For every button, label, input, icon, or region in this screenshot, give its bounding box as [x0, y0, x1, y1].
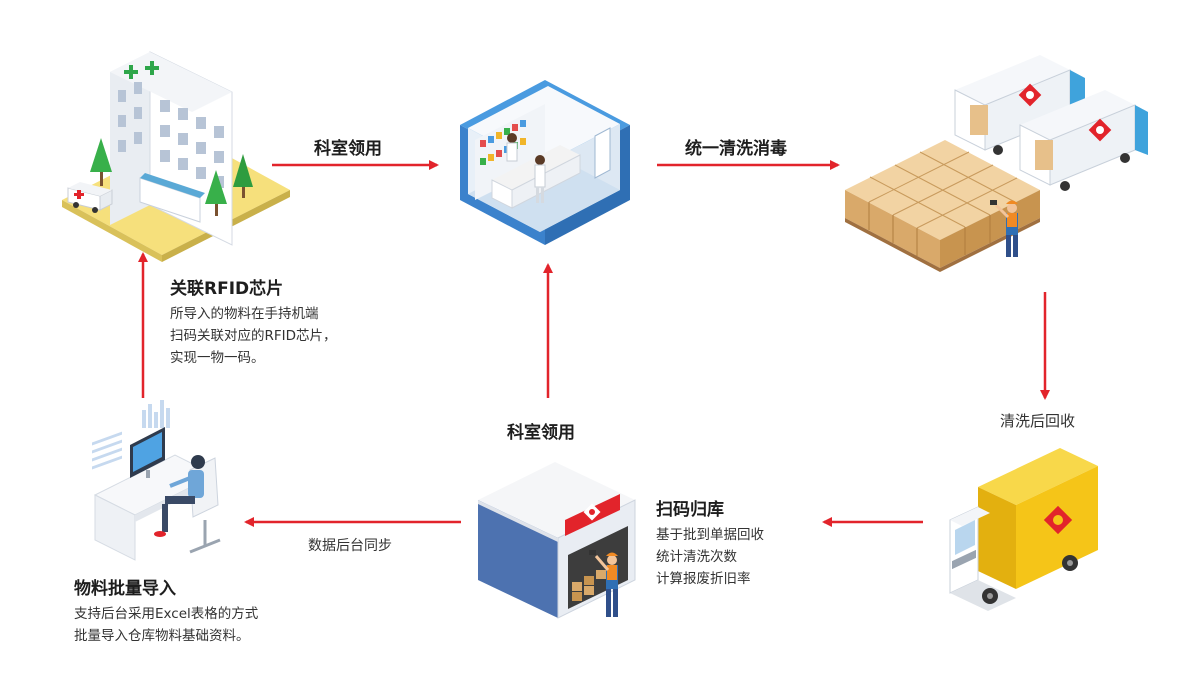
scan-desc-line: 基于批到单据回收: [656, 527, 764, 543]
rfid-desc-line: 实现一物一码。: [170, 350, 265, 366]
scan-desc: 基于批到单据回收 统计清洗次数 计算报废折旧率: [656, 524, 764, 590]
bulk-desc-line: 批量导入仓库物料基础资料。: [74, 628, 250, 644]
label-wash-return: 清洗后回收: [1000, 412, 1076, 430]
rfid-block: 关联RFID芯片 所导入的物料在手持机端 扫码关联对应的RFID芯片， 实现一物…: [170, 274, 337, 369]
scan-title: 扫码归库: [656, 500, 724, 520]
rfid-desc-line: 扫码关联对应的RFID芯片，: [170, 328, 337, 344]
label-dept-use-mid: 科室领用: [507, 423, 575, 443]
bulk-title: 物料批量导入: [74, 579, 176, 599]
rfid-desc: 所导入的物料在手持机端 扫码关联对应的RFID芯片， 实现一物一码。: [170, 303, 337, 369]
label-dept-use-top: 科室领用: [314, 139, 382, 159]
label-data-sync: 数据后台同步: [308, 538, 392, 554]
bulk-desc-line: 支持后台采用Excel表格的方式: [74, 606, 259, 622]
scan-block: 扫码归库 基于批到单据回收 统计清洗次数 计算报废折旧率: [656, 495, 764, 590]
scan-desc-line: 计算报废折旧率: [656, 571, 751, 587]
rfid-title: 关联RFID芯片: [170, 279, 284, 299]
bulk-block: 物料批量导入 支持后台采用Excel表格的方式 批量导入仓库物料基础资料。: [74, 574, 258, 647]
scan-desc-line: 统计清洗次数: [656, 549, 737, 565]
bulk-desc: 支持后台采用Excel表格的方式 批量导入仓库物料基础资料。: [74, 603, 258, 647]
rfid-desc-line: 所导入的物料在手持机端: [170, 306, 319, 322]
label-unified-wash: 统一清洗消毒: [685, 139, 787, 159]
